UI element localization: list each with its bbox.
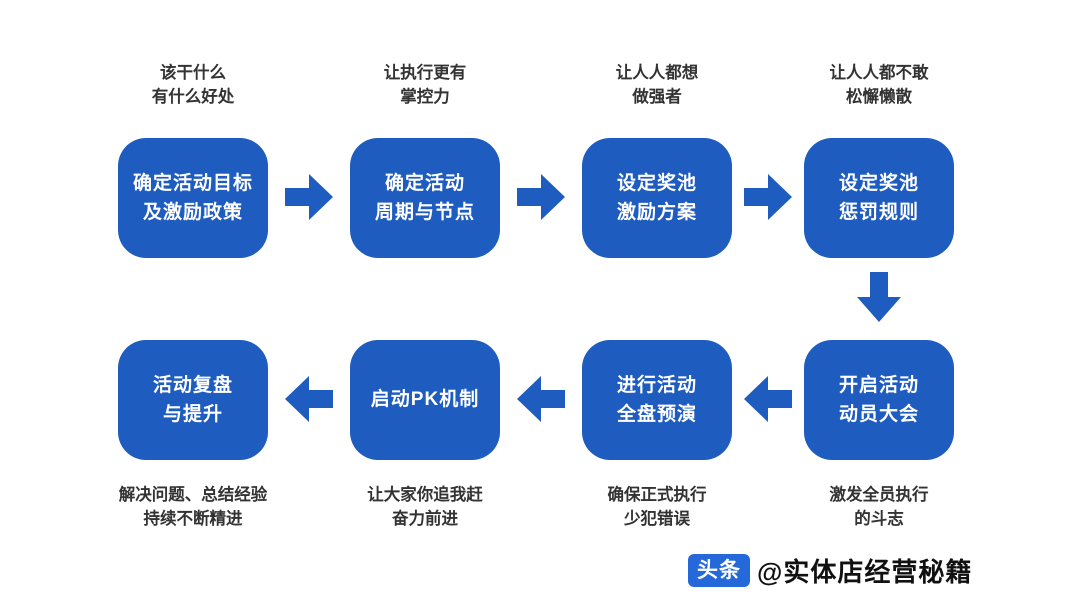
step-label-full-rehearsal: 进行活动 全盘预演 bbox=[616, 374, 697, 425]
step-box-pk-mechanism: 启动PK机制 bbox=[350, 340, 500, 460]
caption-step-3: 让人人都想 做强者 bbox=[615, 64, 699, 106]
step-label-define-goals: 确定活动目标 及激励政策 bbox=[132, 172, 253, 223]
caption-step-8: 解决问题、总结经验 持续不断精进 bbox=[118, 486, 268, 528]
step-box-penalty-rules: 设定奖池 惩罚规则 bbox=[804, 138, 954, 258]
step-box-cycle-nodes: 确定活动 周期与节点 bbox=[350, 138, 500, 258]
step-label-kickoff-meeting: 开启活动 动员大会 bbox=[838, 374, 919, 425]
arrow-down-icon bbox=[857, 272, 901, 322]
arrow-right-icon bbox=[285, 174, 333, 220]
step-box-kickoff-meeting: 开启活动 动员大会 bbox=[804, 340, 954, 460]
caption-step-5: 激发全员执行 的斗志 bbox=[829, 486, 929, 528]
step-label-pk-mechanism: 启动PK机制 bbox=[370, 389, 480, 411]
step-box-prize-pool: 设定奖池 激励方案 bbox=[582, 138, 732, 258]
toutiao-badge: 头条 bbox=[688, 554, 750, 587]
caption-step-7: 让大家你追我赶 奋力前进 bbox=[367, 486, 483, 528]
arrow-left-icon bbox=[744, 376, 792, 422]
arrow-right-icon bbox=[744, 174, 792, 220]
step-label-penalty-rules: 设定奖池 惩罚规则 bbox=[838, 172, 919, 223]
caption-step-1: 该干什么 有什么好处 bbox=[151, 64, 235, 106]
caption-step-6: 确保正式执行 少犯错误 bbox=[607, 486, 707, 528]
caption-step-2: 让执行更有 掌控力 bbox=[383, 64, 467, 106]
arrow-right-icon bbox=[517, 174, 565, 220]
step-label-review-improve: 活动复盘 与提升 bbox=[152, 374, 233, 425]
step-label-prize-pool: 设定奖池 激励方案 bbox=[616, 172, 697, 223]
account-handle: @实体店经营秘籍 bbox=[757, 557, 973, 587]
watermark: 头条 @实体店经营秘籍 bbox=[688, 552, 972, 589]
step-label-cycle-nodes: 确定活动 周期与节点 bbox=[374, 172, 475, 223]
arrow-left-icon bbox=[285, 376, 333, 422]
step-box-full-rehearsal: 进行活动 全盘预演 bbox=[582, 340, 732, 460]
step-box-review-improve: 活动复盘 与提升 bbox=[118, 340, 268, 460]
step-box-define-goals: 确定活动目标 及激励政策 bbox=[118, 138, 268, 258]
caption-step-4: 让人人都不敢 松懈懒散 bbox=[829, 64, 929, 106]
arrow-left-icon bbox=[517, 376, 565, 422]
